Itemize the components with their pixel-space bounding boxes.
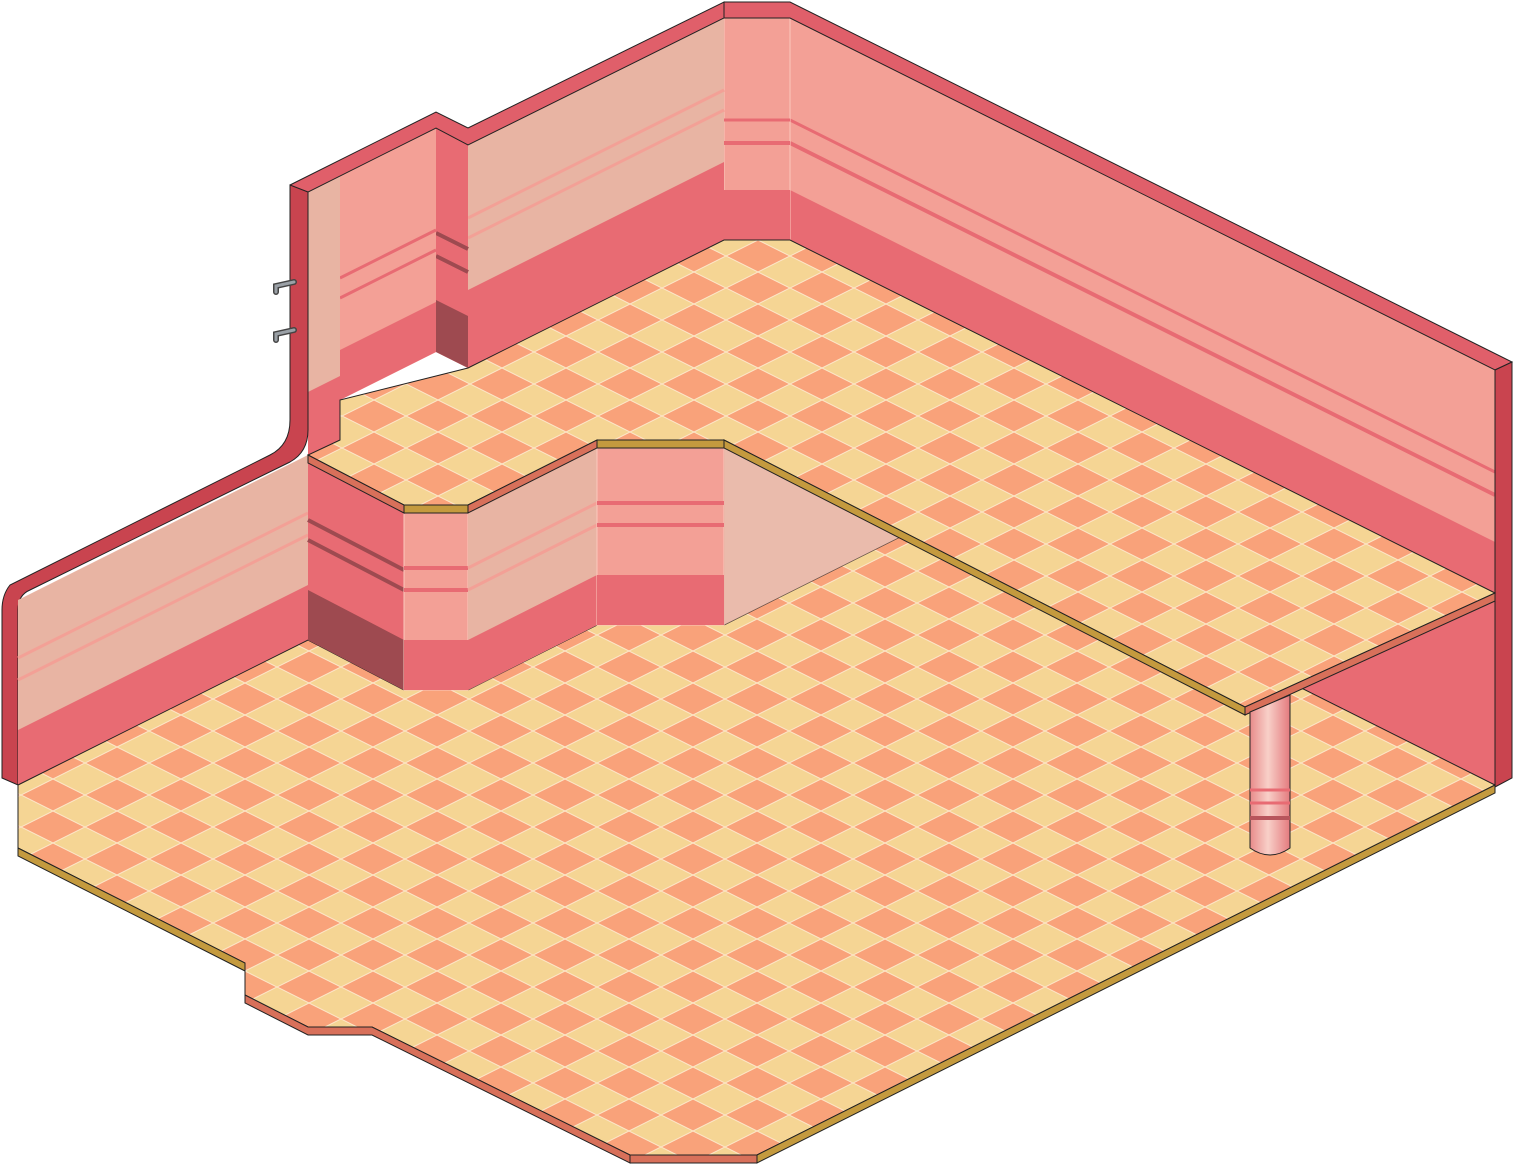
left-lower-wall	[17, 455, 309, 785]
lower-floor[interactable]	[17, 511, 1497, 1164]
platform-leg	[1249, 694, 1291, 856]
wall-hook-icon[interactable]	[273, 327, 297, 343]
wall-hook-icon[interactable]	[273, 279, 297, 295]
upper-floor-platform[interactable]	[306, 239, 1497, 716]
back-left-wall	[1, 1, 725, 786]
